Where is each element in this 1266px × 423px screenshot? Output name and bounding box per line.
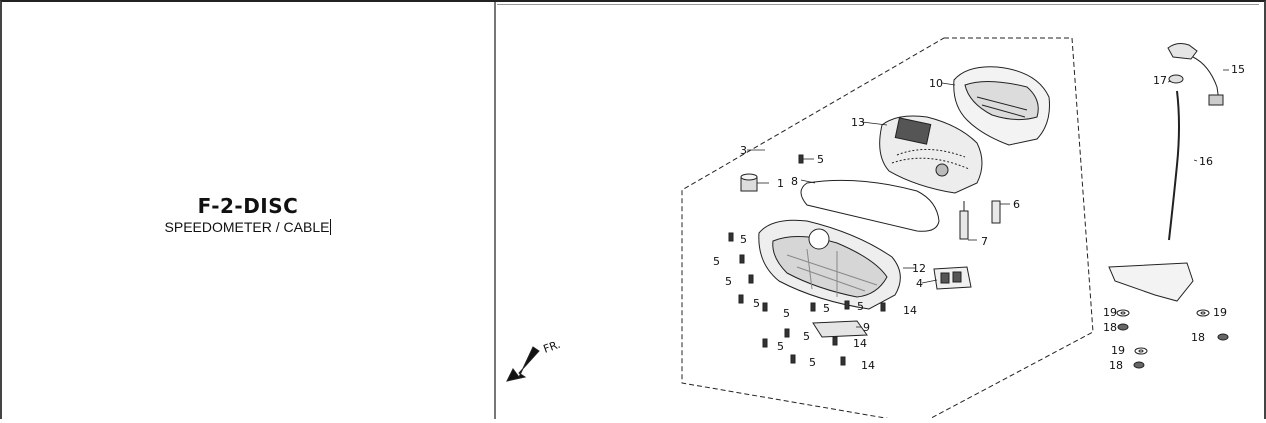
callout-18-a: 18 bbox=[1103, 321, 1117, 334]
callout-labels: 10 13 3 5 1 8 6 7 5 5 5 12 4 5 5 5 5 14 … bbox=[542, 63, 1245, 372]
callout-5-i: 5 bbox=[803, 330, 810, 343]
reset-knob bbox=[740, 173, 758, 192]
callout-17-b: 14 bbox=[853, 337, 867, 350]
callout-5-f: 5 bbox=[783, 307, 790, 320]
leader-lines bbox=[747, 69, 1229, 328]
title-panel: F-2-DISC SPEEDOMETER / CABLE bbox=[2, 2, 494, 417]
callout-19-b: 19 bbox=[1213, 306, 1227, 319]
callout-12: 12 bbox=[912, 262, 926, 275]
gasket bbox=[800, 179, 940, 232]
callout-7: 7 bbox=[981, 235, 988, 248]
parts-diagram: 10 13 3 5 1 8 6 7 5 5 5 12 4 5 5 5 5 14 … bbox=[497, 4, 1259, 423]
callout-13: 13 bbox=[851, 116, 865, 129]
text-caret bbox=[330, 219, 332, 235]
callout-5-h: 5 bbox=[857, 300, 864, 313]
callout-8: 8 bbox=[791, 175, 798, 188]
front-direction-arrow bbox=[506, 346, 540, 382]
callout-3: 3 bbox=[740, 144, 747, 157]
section-name-line[interactable]: SPEEDOMETER / CABLE bbox=[2, 219, 494, 235]
exploded-view: 10 13 3 5 1 8 6 7 5 5 5 12 4 5 5 5 5 14 … bbox=[506, 37, 1245, 423]
callout-5-j: 5 bbox=[777, 340, 784, 353]
callout-5-c: 5 bbox=[713, 255, 720, 268]
bulb-socket-b bbox=[959, 210, 969, 240]
cable-harness bbox=[1167, 43, 1224, 106]
meter-unit bbox=[879, 115, 983, 194]
title-block: F-2-DISC SPEEDOMETER / CABLE bbox=[2, 194, 494, 235]
callout-19-a: 19 bbox=[1103, 306, 1117, 319]
callout-14: 15 bbox=[1231, 63, 1245, 76]
indicator-lens bbox=[933, 266, 972, 290]
section-name: SPEEDOMETER / CABLE bbox=[164, 219, 330, 235]
callout-1: 1 bbox=[777, 177, 784, 190]
callout-4: 4 bbox=[916, 277, 923, 290]
callout-5-a: 5 bbox=[817, 153, 824, 166]
direction-label: FR. bbox=[542, 338, 562, 356]
assembly-outline bbox=[681, 37, 1094, 423]
model-code: F-2-DISC bbox=[197, 194, 299, 218]
callout-19-c: 19 bbox=[1111, 344, 1125, 357]
callout-15: 16 bbox=[1199, 155, 1213, 168]
callout-6: 6 bbox=[1013, 198, 1020, 211]
plate bbox=[812, 320, 868, 338]
mount-bracket bbox=[1108, 262, 1194, 302]
washers-and-nuts bbox=[1116, 309, 1229, 369]
lower-case bbox=[758, 219, 901, 310]
callout-5-g: 5 bbox=[823, 302, 830, 315]
top-cover bbox=[953, 66, 1050, 146]
callout-17-c: 14 bbox=[861, 359, 875, 372]
speedometer-cable bbox=[1168, 90, 1180, 241]
callout-17-a: 14 bbox=[903, 304, 917, 317]
bulb-socket-a bbox=[991, 200, 1001, 224]
callout-5-k: 5 bbox=[809, 356, 816, 369]
callout-5-b: 5 bbox=[740, 233, 747, 246]
callout-18-c: 18 bbox=[1109, 359, 1123, 372]
callout-9: 9 bbox=[863, 321, 870, 334]
callout-16: 17 bbox=[1153, 74, 1167, 87]
callout-5-e: 5 bbox=[753, 297, 760, 310]
callout-5-d: 5 bbox=[725, 275, 732, 288]
callout-10: 10 bbox=[929, 77, 943, 90]
callout-18-b: 18 bbox=[1191, 331, 1205, 344]
screw-set bbox=[728, 154, 886, 366]
panel-divider bbox=[494, 2, 496, 419]
seal-ring bbox=[1168, 74, 1184, 84]
